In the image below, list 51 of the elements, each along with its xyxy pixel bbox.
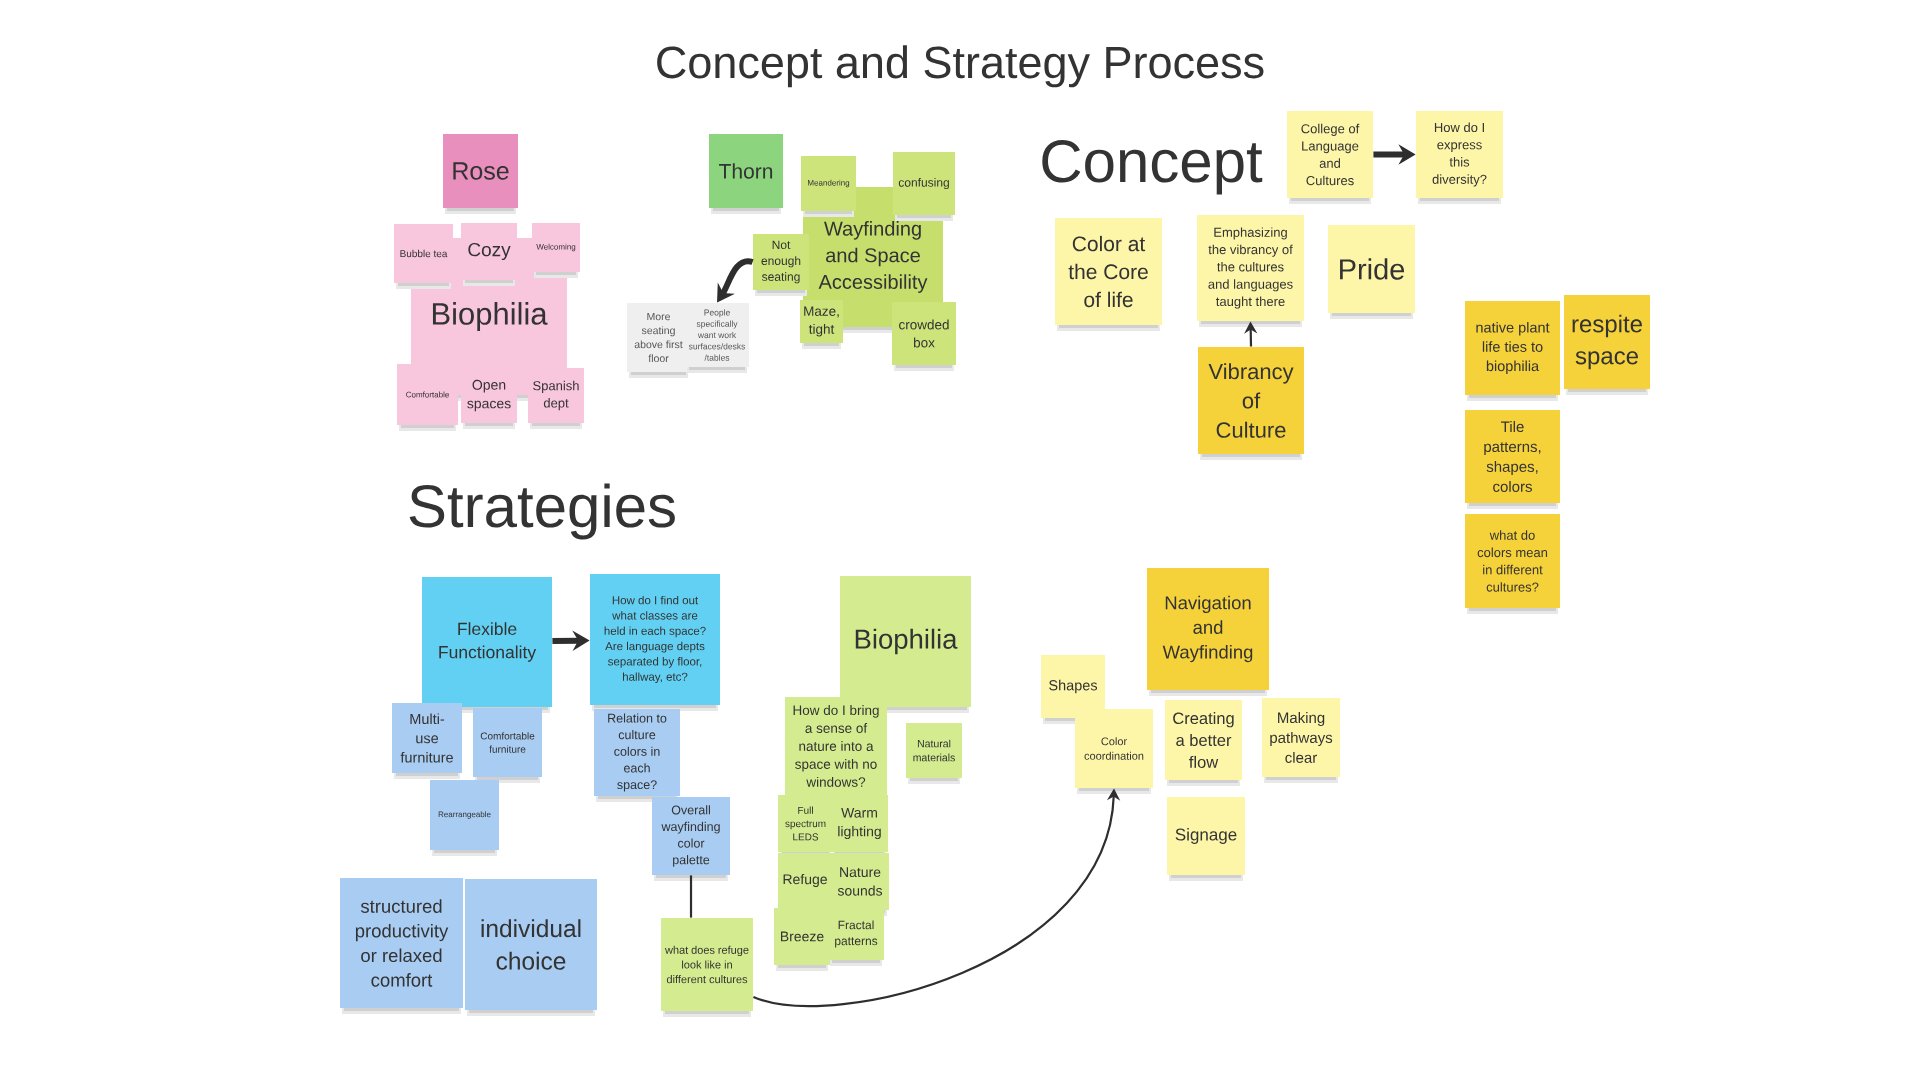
sticky-note: Spanish dept — [528, 368, 584, 429]
sticky-note: Not enough seating — [753, 234, 809, 296]
sticky-note: Full spectrum LEDS — [778, 795, 833, 858]
sticky-note: Cozy — [461, 223, 517, 286]
sticky-note: More seating above first floor — [627, 303, 690, 378]
heading: Concept — [1042, 140, 1263, 195]
sticky-note: People specifically want work surfaces/desks /tables — [685, 303, 749, 373]
sticky-note: Meandering — [801, 156, 856, 217]
sticky-note: Open spaces — [461, 368, 517, 429]
sticky-note: structured productivity or relaxed comfort — [340, 878, 463, 1014]
sticky-note: Overall wayfinding color palette — [652, 797, 730, 881]
sticky-note: individual choice — [465, 879, 597, 1016]
title: Concept and Strategy Process — [657, 45, 1264, 88]
sticky-note: what does refuge look like in different cultures — [661, 918, 753, 1017]
sticky-note: Breeze — [774, 908, 830, 971]
sticky-note: Thorn — [709, 134, 783, 214]
sticky-note: How do I express this diversity? — [1416, 111, 1503, 204]
sticky-note: Navigation and Wayfinding — [1147, 568, 1269, 696]
sticky-note: Bubble tea — [394, 224, 453, 289]
sticky-note: Creating a better flow — [1165, 700, 1242, 786]
sticky-note: Nature sounds — [831, 853, 889, 916]
heading: Strategies — [409, 483, 675, 540]
sticky-note: Color at the Core of life — [1055, 218, 1162, 331]
sticky-note: College of Language and Cultures — [1287, 111, 1373, 204]
sticky-note: what do colors mean in different cultures? — [1465, 514, 1560, 614]
sticky-note: Color coordination — [1075, 709, 1153, 794]
sticky-note: Vibrancy of Culture — [1198, 347, 1304, 460]
sticky-note: native plant life ties to biophilia — [1465, 301, 1560, 401]
sticky-note: Comfortable furniture — [473, 708, 542, 783]
sticky-note: Natural materials — [906, 723, 962, 784]
sticky-note: Comfortable — [397, 364, 458, 431]
sticky-note: Emphasizing the vibrancy of the cultures and languages taught there — [1197, 215, 1304, 327]
sticky-note: How do I find out what classes are held in each space? Are language depts separated by floor, hallway, etc? — [590, 574, 720, 711]
connector-line — [689, 875, 693, 918]
sticky-note: confusing — [893, 152, 955, 221]
sticky-note: Fractal patterns — [828, 908, 884, 966]
sticky-note: Making pathways clear — [1262, 698, 1340, 783]
sticky-note: Rose — [443, 134, 518, 214]
sticky-note: Flexible Functionality — [422, 577, 552, 713]
sticky-note: Maze, tight — [800, 300, 843, 349]
sticky-note: Welcoming — [532, 223, 580, 278]
sticky-note: Relation to culture colors in each space? — [594, 709, 680, 802]
sticky-note: crowded box — [892, 302, 956, 371]
sticky-note: Multi-use furniture — [392, 703, 462, 779]
sticky-note: Pride — [1328, 225, 1415, 319]
sticky-note: Tile patterns, shapes, colors — [1465, 410, 1560, 509]
sticky-note: Shapes — [1041, 655, 1105, 724]
sticky-note: Warm lighting — [831, 795, 888, 858]
sticky-note: respite space — [1564, 295, 1650, 395]
sticky-note: Rearrangeable — [430, 780, 499, 856]
sticky-note: Signage — [1167, 797, 1245, 881]
